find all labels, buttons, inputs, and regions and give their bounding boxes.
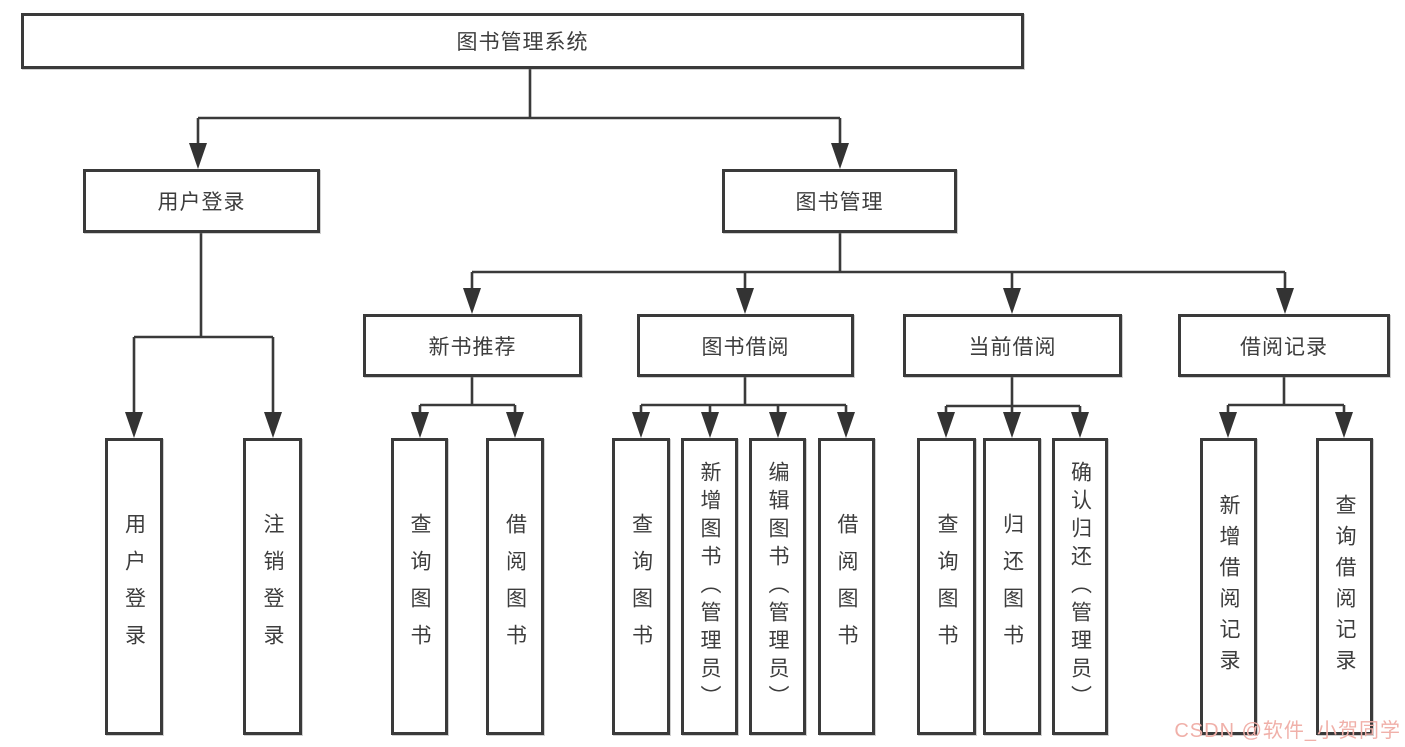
leaf-records-add-record-label: 新增借阅记录 xyxy=(1217,493,1240,680)
node-new-book-recommend: 新书推荐 xyxy=(363,314,582,377)
node-user-login: 用户登录 xyxy=(83,169,320,233)
node-borrowing-records-label: 借阅记录 xyxy=(1240,335,1328,359)
node-root-label: 图书管理系统 xyxy=(456,31,589,54)
leaf-current-confirm-return-admin: 确认归还（管理员） xyxy=(1052,438,1108,735)
leaf-borrowing-edit-book-admin: 编辑图书（管理员） xyxy=(749,438,806,735)
leaf-newbook-borrow-book-label: 借阅图书 xyxy=(503,512,527,661)
node-book-borrowing: 图书借阅 xyxy=(637,314,854,377)
node-root: 图书管理系统 xyxy=(21,13,1024,69)
leaf-user-login-label: 用户登录 xyxy=(122,512,146,661)
leaf-borrowing-add-book-admin: 新增图书（管理员） xyxy=(681,438,738,735)
node-current-borrowing: 当前借阅 xyxy=(903,314,1122,377)
leaf-borrowing-borrow-book: 借阅图书 xyxy=(818,438,875,735)
leaf-logout: 注销登录 xyxy=(243,438,302,735)
leaf-borrowing-add-book-admin-label: 新增图书（管理员） xyxy=(698,460,721,713)
node-book-management-label: 图书管理 xyxy=(795,191,884,214)
leaf-logout-label: 注销登录 xyxy=(261,512,284,661)
leaf-borrowing-edit-book-admin-label: 编辑图书（管理员） xyxy=(766,460,789,713)
leaf-newbook-query-book: 查询图书 xyxy=(391,438,448,735)
node-book-borrowing-label: 图书借阅 xyxy=(701,335,790,359)
leaf-current-query-book: 查询图书 xyxy=(917,438,976,735)
node-borrowing-records: 借阅记录 xyxy=(1178,314,1390,377)
node-user-login-label: 用户登录 xyxy=(157,191,246,214)
leaf-records-query-record: 查询借阅记录 xyxy=(1316,438,1373,735)
leaf-current-query-book-label: 查询图书 xyxy=(935,512,958,661)
arrowheads xyxy=(125,143,1353,438)
leaf-borrowing-query-book-label: 查询图书 xyxy=(629,512,653,661)
leaf-newbook-query-book-label: 查询图书 xyxy=(408,512,431,661)
leaf-current-return-book: 归还图书 xyxy=(983,438,1041,735)
leaf-records-query-record-label: 查询借阅记录 xyxy=(1333,493,1356,680)
leaf-current-return-book-label: 归还图书 xyxy=(1000,512,1024,661)
leaf-borrowing-query-book: 查询图书 xyxy=(612,438,670,735)
leaf-user-login: 用户登录 xyxy=(105,438,163,735)
node-current-borrowing-label: 当前借阅 xyxy=(968,335,1057,359)
node-new-book-recommend-label: 新书推荐 xyxy=(428,335,517,359)
watermark: CSDN @软件_小贺同学 xyxy=(1174,720,1401,742)
node-book-management: 图书管理 xyxy=(722,169,957,233)
leaf-borrowing-borrow-book-label: 借阅图书 xyxy=(835,512,858,661)
leaf-current-confirm-return-admin-label: 确认归还（管理员） xyxy=(1068,460,1092,713)
leaf-newbook-borrow-book: 借阅图书 xyxy=(486,438,544,735)
leaf-records-add-record: 新增借阅记录 xyxy=(1200,438,1257,735)
